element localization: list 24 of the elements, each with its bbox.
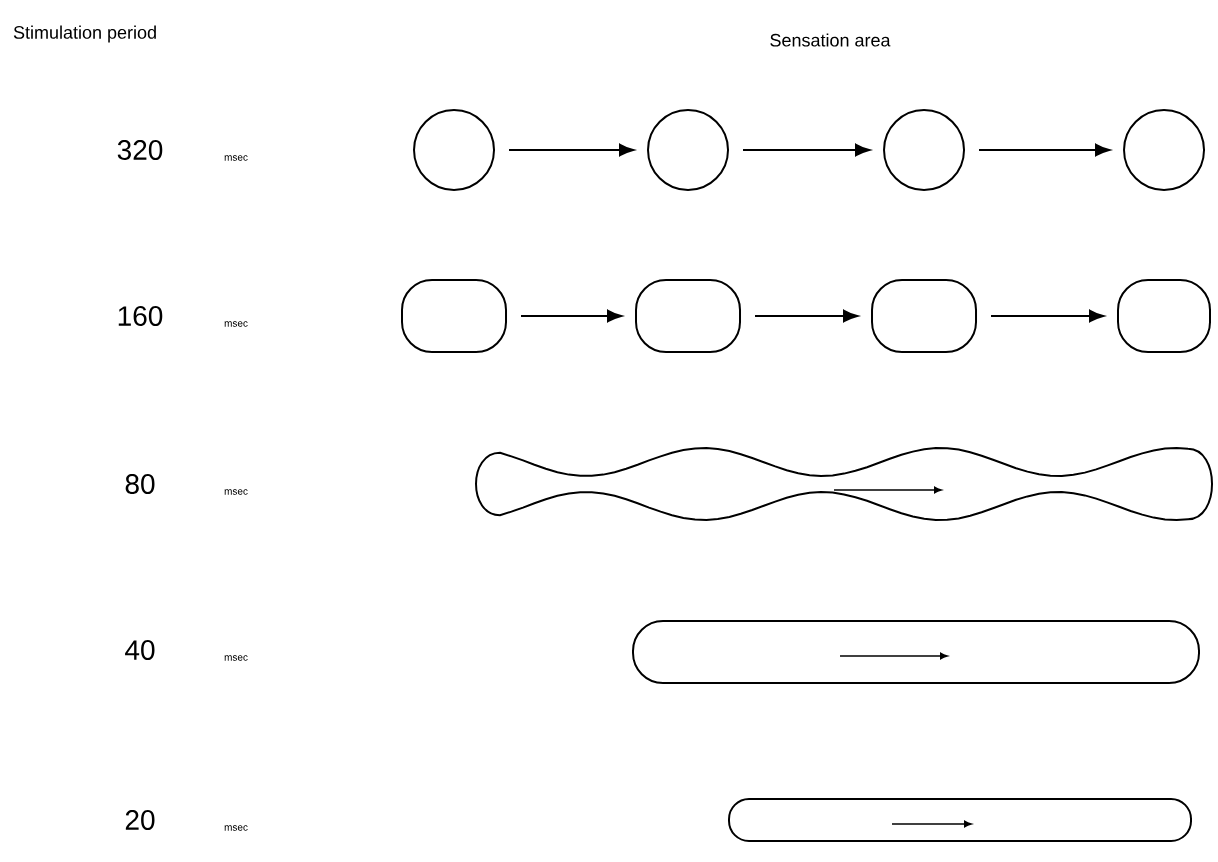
arrow bbox=[742, 143, 871, 157]
wavy-outline bbox=[475, 447, 1213, 521]
column-heading: Sensation area bbox=[770, 33, 891, 47]
circle-outline bbox=[883, 109, 965, 191]
rounded-outline bbox=[635, 279, 741, 353]
circle-outline bbox=[413, 109, 495, 191]
period-value: 20 bbox=[125, 810, 155, 830]
period-value: 160 bbox=[118, 306, 163, 326]
rounded-outline bbox=[871, 279, 977, 353]
column-heading: Stimulation period bbox=[13, 25, 156, 43]
arrow bbox=[978, 143, 1111, 157]
period-value: 80 bbox=[125, 474, 155, 494]
period-value: 320 bbox=[117, 140, 163, 160]
arrow bbox=[754, 309, 859, 323]
circle-outline bbox=[1123, 109, 1205, 191]
arrow bbox=[520, 309, 623, 323]
circle-outline bbox=[647, 109, 729, 191]
rounded-outline bbox=[401, 279, 507, 353]
arrow bbox=[990, 309, 1105, 323]
rounded-outline bbox=[1117, 279, 1211, 353]
elongated-outline bbox=[632, 620, 1200, 684]
arrow bbox=[508, 143, 635, 157]
elongated-outline bbox=[728, 798, 1192, 842]
period-value: 40 bbox=[125, 640, 155, 660]
